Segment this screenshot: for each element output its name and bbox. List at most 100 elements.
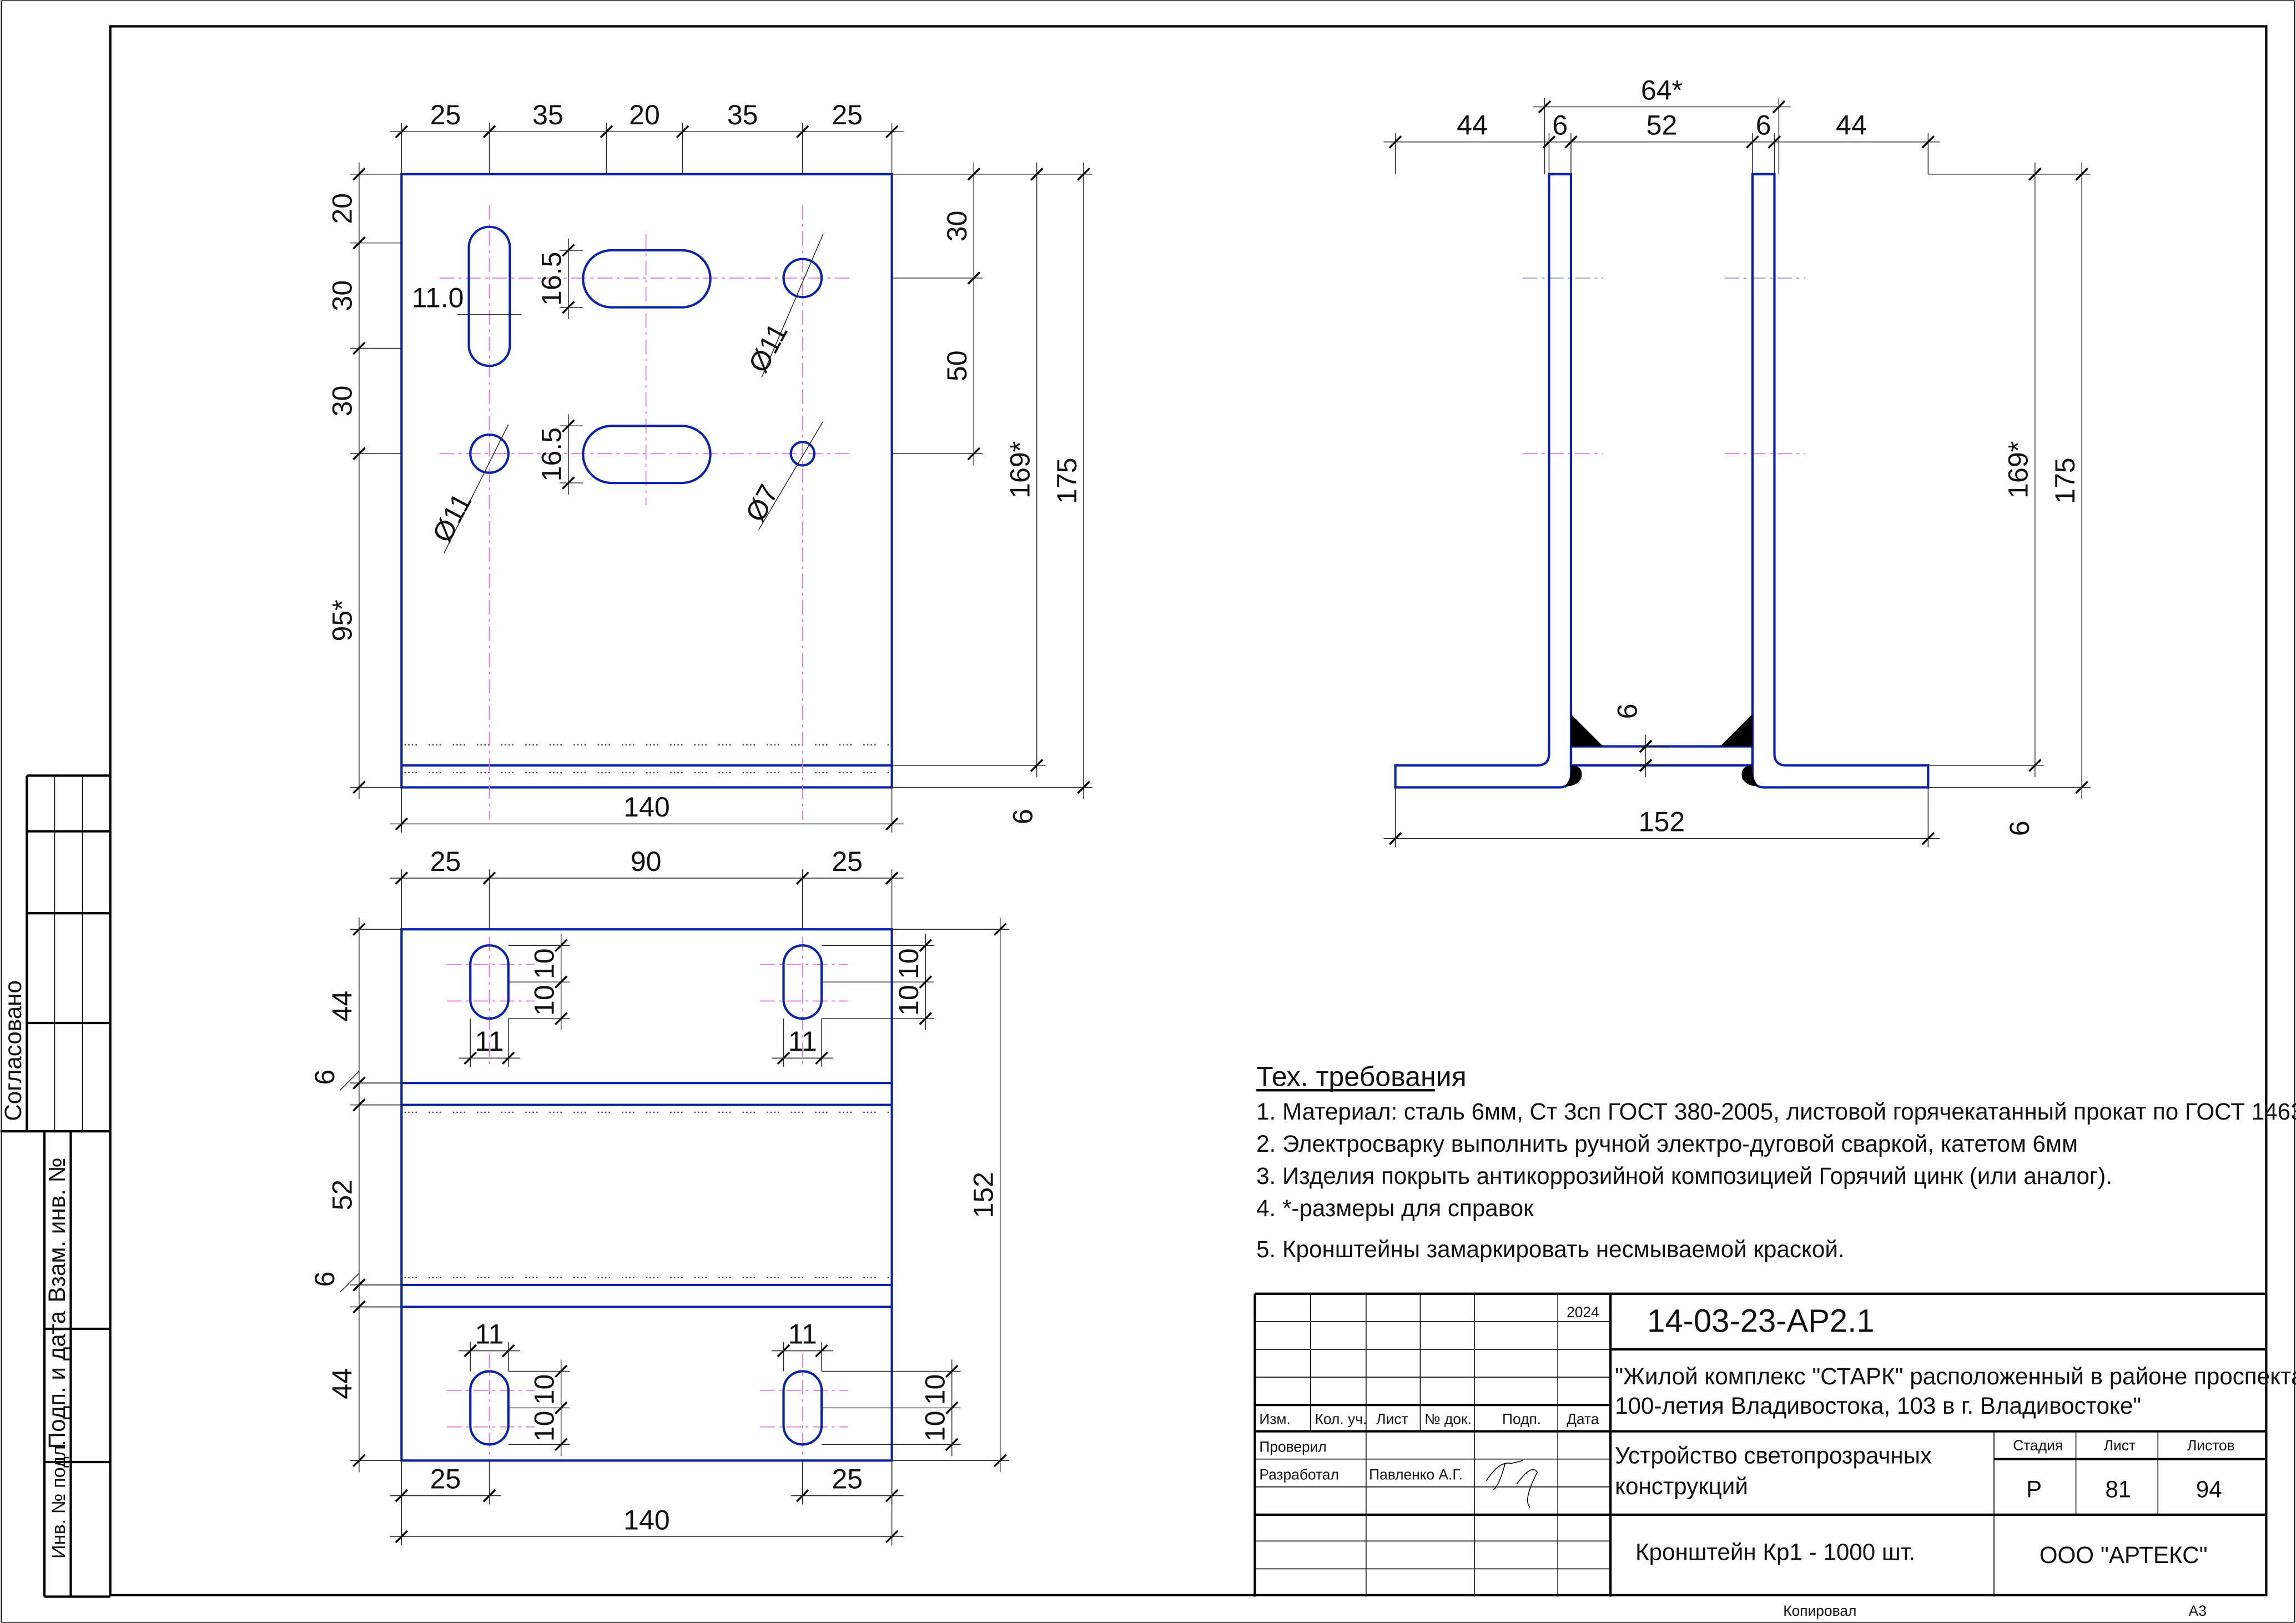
dimension-label: 10: [893, 948, 924, 979]
signature: [1486, 1460, 1538, 1508]
right-angle: [1751, 173, 1930, 789]
hole-7: [789, 441, 815, 467]
dimension-label: 16.5: [536, 427, 567, 481]
dimension-label: 25: [832, 846, 863, 877]
vertical-slot: [467, 225, 511, 367]
item-name: Кронштейн Кр1 - 1000 шт.: [1635, 1539, 1915, 1565]
sheets-count: 94: [2196, 1476, 2222, 1502]
weld-fillet: [1720, 714, 1753, 747]
dimension-label: 175: [2050, 457, 2081, 504]
dimension-label: 10: [529, 985, 560, 1016]
dimensions: 25 35 20 35 25 20 30 30 95* 30 50 169* 175 6 140 16.5 16…: [309, 74, 2091, 1546]
dimension-label: 11: [475, 1318, 504, 1349]
dimension-label: 10: [920, 1411, 951, 1442]
sheet-label: Лист: [2104, 1437, 2136, 1454]
tech-item: 3. Изделия покрыть антикоррозийной компо…: [1256, 1163, 2112, 1189]
dimension-label: 140: [623, 1504, 670, 1535]
dimension-line: [340, 1273, 360, 1293]
header-sign: Подп.: [1502, 1410, 1541, 1427]
dimension-label: 10: [529, 948, 560, 979]
dimension-label: 20: [327, 193, 358, 224]
checked-label: Проверил: [1259, 1439, 1326, 1455]
dimension-label: 152: [968, 1172, 999, 1218]
dimension-label: 90: [631, 846, 662, 877]
doc-code: 14-03-23-АР2.1: [1647, 1303, 1874, 1339]
dimension-label: 25: [430, 1463, 461, 1494]
tech-item: 4. *-размеры для справок: [1256, 1195, 1534, 1221]
dimension-label: 25: [430, 846, 461, 877]
dimension-label: 25: [430, 99, 461, 130]
dimension-label: 95*: [327, 599, 358, 641]
section-line: конструкций: [1615, 1473, 1748, 1499]
dimension-label: 6: [1612, 703, 1643, 719]
stage: Р: [2026, 1476, 2042, 1502]
side-stamp: Согласовано Взам. инв. № Подп. и дата Ин…: [0, 774, 110, 1598]
bottom-plate: [1569, 745, 1754, 767]
side-section-view: [1394, 173, 1930, 789]
dimension-label: 152: [1639, 807, 1685, 838]
dimension-label: 169*: [2003, 441, 2034, 498]
hole-11: [469, 433, 510, 474]
dimension-label: 10: [920, 1374, 951, 1405]
left-angle: [1394, 173, 1573, 789]
year: 2024: [1567, 1304, 1599, 1320]
agreed-label: Согласовано: [0, 980, 26, 1121]
dimension-label: 10: [529, 1411, 560, 1442]
weld-fillet: [1565, 765, 1582, 787]
slot-width-label: 11.0: [412, 283, 464, 314]
header-date: Дата: [1567, 1410, 1599, 1427]
sheets-label: Листов: [2187, 1437, 2235, 1454]
hole-11: [782, 258, 823, 299]
dimension-label: 6: [309, 1271, 340, 1287]
dimension-label: 44: [327, 1368, 358, 1399]
replaces-label: Взам. инв. №: [44, 1157, 70, 1302]
stage-label: Стадия: [2013, 1437, 2063, 1454]
weld-fillet: [1570, 714, 1603, 747]
dimension-label: 140: [623, 792, 670, 823]
weld-fillet: [1741, 765, 1759, 787]
dimension-label: 20: [629, 99, 660, 130]
dimension-label: 16.5: [536, 252, 567, 306]
hole-label: Ø11: [742, 319, 793, 378]
company: ООО "АРТЕКС": [2040, 1542, 2208, 1568]
dimension-label: 52: [1647, 110, 1678, 141]
plan-view: [400, 928, 893, 1462]
dimension-label: 10: [893, 985, 924, 1016]
dimension-label: 6: [309, 1070, 340, 1085]
developed-label: Разработал: [1259, 1466, 1338, 1483]
format: А3: [2189, 1602, 2207, 1619]
tech-item: 1. Материал: сталь 6мм, Ст 3сп ГОСТ 380-…: [1256, 1098, 2296, 1125]
header-izm: Изм.: [1259, 1410, 1290, 1427]
tech-item: 2. Электросварку выполнить ручной электр…: [1256, 1131, 2078, 1157]
project-line: "Жилой комплекс "СТАРК" расположенный в …: [1615, 1363, 2296, 1389]
dimension-label: 11: [475, 1026, 504, 1057]
header-list: Лист: [1376, 1410, 1408, 1427]
dimension-label: 30: [327, 386, 358, 417]
copied-label: Копировал: [1783, 1602, 1856, 1619]
dimension-label: 64*: [1641, 74, 1683, 105]
dimension-label: 6: [1552, 110, 1568, 141]
dimension-label: 35: [727, 99, 758, 130]
plan-outline: [400, 928, 893, 1462]
section-line: Устройство светопрозрачных: [1615, 1443, 1932, 1469]
sign-date-label: Подп. и дата: [44, 1311, 70, 1449]
tech-title: Тех. требования: [1256, 1061, 1467, 1092]
dimension-line: [340, 1071, 360, 1091]
dimension-label: 52: [327, 1180, 358, 1211]
dimension-label: 35: [532, 99, 563, 130]
dimension-label: 11: [788, 1318, 817, 1349]
tech-requirements: Тех. требования 1. Материал: сталь 6мм, …: [1256, 1061, 2296, 1262]
dimension-label: 169*: [1004, 441, 1035, 498]
dimension-label: 50: [941, 350, 973, 381]
front-view: 11.0 Ø11 Ø11 Ø7: [400, 173, 893, 820]
header-doc: № док.: [1424, 1410, 1472, 1427]
dimension-label: 30: [327, 280, 358, 311]
horizontal-slot: [582, 425, 712, 485]
dimension-label: 44: [1836, 110, 1867, 141]
dimension-label: 25: [832, 99, 863, 130]
dimension-label: 30: [941, 211, 973, 242]
developer-name: Павленко А.Г.: [1369, 1466, 1463, 1483]
dimension-label: 44: [327, 991, 358, 1022]
